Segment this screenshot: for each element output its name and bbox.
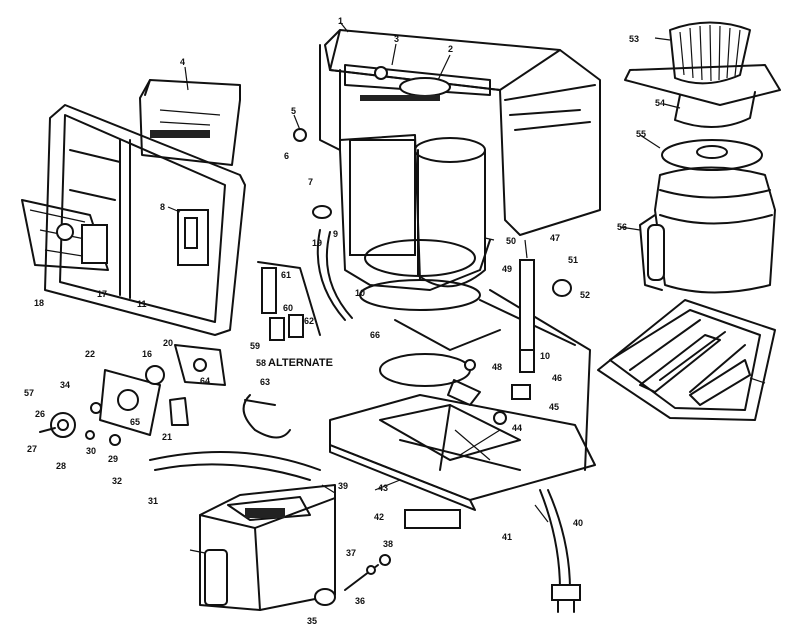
label-part-19: 19	[312, 238, 322, 248]
label-part-10b: 10	[540, 351, 550, 361]
control-plate	[21, 199, 109, 271]
label-part-2: 2	[448, 44, 453, 54]
label-part-16: 16	[142, 349, 152, 359]
side-panel	[139, 79, 241, 166]
label-part-37: 37	[346, 548, 356, 558]
label-part-8: 8	[160, 202, 165, 212]
label-part-54: 54	[655, 98, 665, 108]
label-part-46: 46	[552, 373, 562, 383]
label-part-44: 44	[512, 423, 522, 433]
label-part-63: 63	[260, 377, 270, 387]
wiring	[149, 229, 571, 591]
label-part-65: 65	[130, 417, 140, 427]
label-part-6: 6	[284, 151, 289, 161]
label-part-18: 18	[34, 298, 44, 308]
label-part-56: 56	[617, 222, 627, 232]
label-part-1: 1	[338, 16, 343, 26]
label-part-42: 42	[374, 512, 384, 522]
label-part-35: 35	[307, 616, 317, 626]
label-part-29: 29	[108, 454, 118, 464]
label-part-49: 49	[502, 264, 512, 274]
label-part-27: 27	[27, 444, 37, 454]
label-part-4: 4	[180, 57, 185, 67]
label-part-26: 26	[35, 409, 45, 419]
label-part-45: 45	[549, 402, 559, 412]
label-part-50: 50	[506, 236, 516, 246]
label-part-7: 7	[308, 177, 313, 187]
label-part-40: 40	[573, 518, 583, 528]
label-part-36: 36	[355, 596, 365, 606]
label-part-31: 31	[148, 496, 158, 506]
label-part-57: 57	[24, 388, 34, 398]
label-part-47: 47	[550, 233, 560, 243]
label-part-62: 62	[304, 316, 314, 326]
alternate-label: ALTERNATE	[268, 357, 333, 369]
label-part-5: 5	[291, 106, 296, 116]
label-part-59: 59	[250, 341, 260, 351]
carafe	[639, 139, 776, 294]
small-rings	[293, 128, 572, 425]
label-part-34b: 34	[60, 380, 70, 390]
label-part-9: 9	[333, 229, 338, 239]
label-part-41: 41	[502, 532, 512, 542]
label-part-28: 28	[56, 461, 66, 471]
switch-assembly	[39, 344, 226, 446]
label-part-11: 11	[137, 299, 147, 309]
water-tank	[199, 484, 336, 611]
callout-lines	[167, 21, 766, 554]
label-part-64: 64	[200, 376, 210, 386]
label-part-55: 55	[636, 129, 646, 139]
label-part-38: 38	[383, 539, 393, 549]
label-part-51: 51	[568, 255, 578, 265]
filter-basket	[624, 21, 781, 129]
power-plug	[551, 584, 581, 613]
label-part-61: 61	[281, 270, 291, 280]
part-labels: 1 2 3 4 5 6 7 8 9 10 10 11 16 17 18 19 2…	[24, 16, 665, 626]
base-plate	[329, 259, 596, 529]
label-part-39: 39	[338, 481, 348, 491]
main-housing	[319, 29, 601, 311]
label-part-30: 30	[86, 446, 96, 456]
label-part-52: 52	[580, 290, 590, 300]
label-part-32: 32	[112, 476, 122, 486]
label-part-66: 66	[370, 330, 380, 340]
valve-parts	[314, 554, 391, 606]
label-part-43: 43	[378, 483, 388, 493]
alternate-tube	[257, 261, 321, 341]
label-part-17: 17	[97, 289, 107, 299]
label-part-58: 58	[256, 358, 266, 368]
label-part-21: 21	[162, 432, 172, 442]
label-part-53: 53	[629, 34, 639, 44]
label-part-3: 3	[394, 34, 399, 44]
label-part-10: 10	[355, 288, 365, 298]
accessory-pack	[597, 299, 776, 421]
label-part-48: 48	[492, 362, 502, 372]
label-part-20: 20	[163, 338, 173, 348]
label-part-60: 60	[283, 303, 293, 313]
label-part-22: 22	[85, 349, 95, 359]
